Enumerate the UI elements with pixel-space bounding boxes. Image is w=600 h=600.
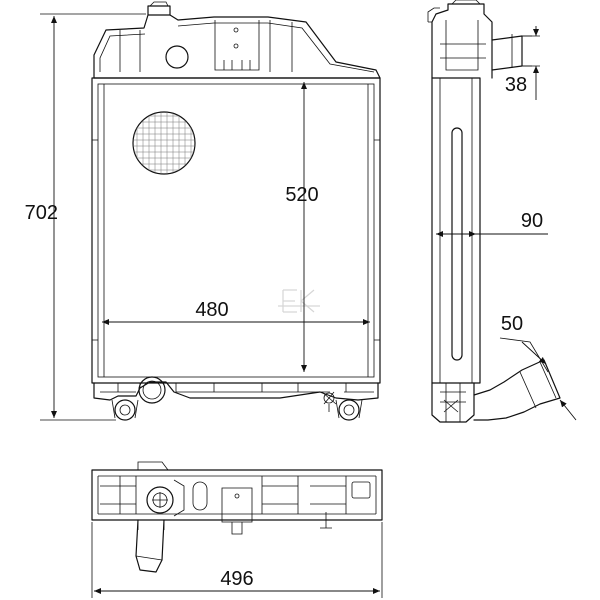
dim-label-496: 496: [220, 568, 253, 590]
dim-label-702: 702: [25, 202, 58, 224]
front-view: [91, 1, 381, 421]
dim-label-50: 50: [501, 313, 523, 335]
front-dimensions: [40, 13, 370, 421]
dim-label-480: 480: [195, 299, 228, 321]
side-view: [427, 0, 561, 423]
top-inlet-pipe: [491, 35, 523, 71]
mount-right: [335, 399, 363, 421]
dim-label-90: 90: [521, 210, 543, 232]
bottom-outlet-pipe: [473, 359, 561, 421]
top-view: [91, 461, 383, 573]
bottom-outlet: [138, 376, 166, 404]
top-tank: [93, 14, 381, 79]
top-dimensions: [91, 522, 383, 598]
mount-left: [111, 399, 139, 421]
dim-label-520: 520: [285, 184, 318, 206]
side-tank: [431, 3, 493, 79]
side-slot: [451, 127, 463, 361]
watermark-logo: [278, 289, 320, 313]
bottom-tank: [93, 381, 379, 401]
side-bottom-tank: [431, 382, 475, 423]
top-view-cap: [137, 461, 185, 517]
dim-label-38: 38: [505, 74, 527, 96]
top-view-outlet-pipe: [135, 519, 165, 573]
top-view-outline: [91, 469, 383, 521]
side-dimensions: [436, 26, 577, 421]
fan-grid-circle: [132, 111, 196, 175]
filler-circle: [165, 45, 189, 69]
drain-cock: [321, 391, 337, 412]
cap-neck: [147, 5, 171, 16]
radiator-core: [91, 77, 381, 384]
side-core: [431, 77, 481, 384]
